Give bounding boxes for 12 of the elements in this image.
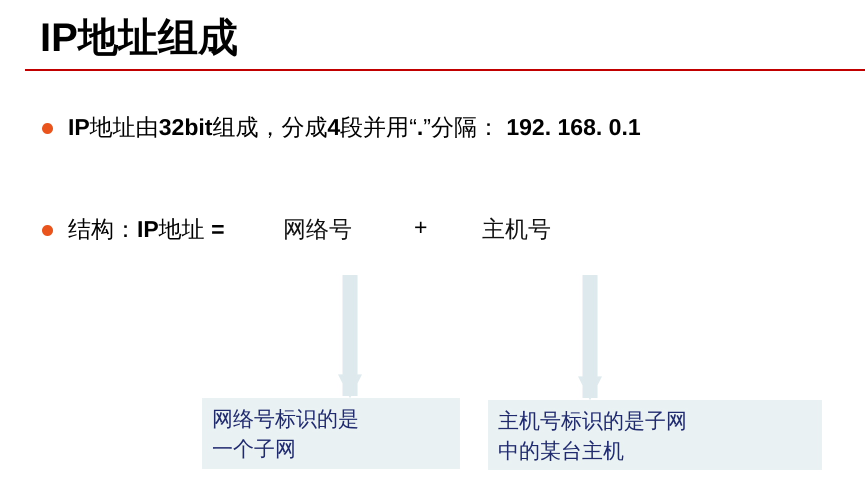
bullet-text: IP地址由32bit组成，分成4段并用“.”分隔： 192. 168. 0.1: [68, 113, 641, 142]
arrow: [338, 275, 362, 398]
slide-title: IP地址组成: [40, 15, 238, 62]
note-box: [488, 400, 822, 470]
arrow: [578, 275, 602, 400]
note-text: 主机号标识的是子网中的某台主机: [498, 408, 688, 466]
note-box: [202, 398, 460, 469]
term-text: 主机号: [482, 216, 551, 242]
term-text: 网络号: [283, 216, 352, 242]
note-text: 网络号标识的是一个子网: [212, 406, 360, 464]
plus-sign: +: [414, 214, 428, 241]
bullet-text: 结构：IP地址 =: [68, 215, 225, 244]
